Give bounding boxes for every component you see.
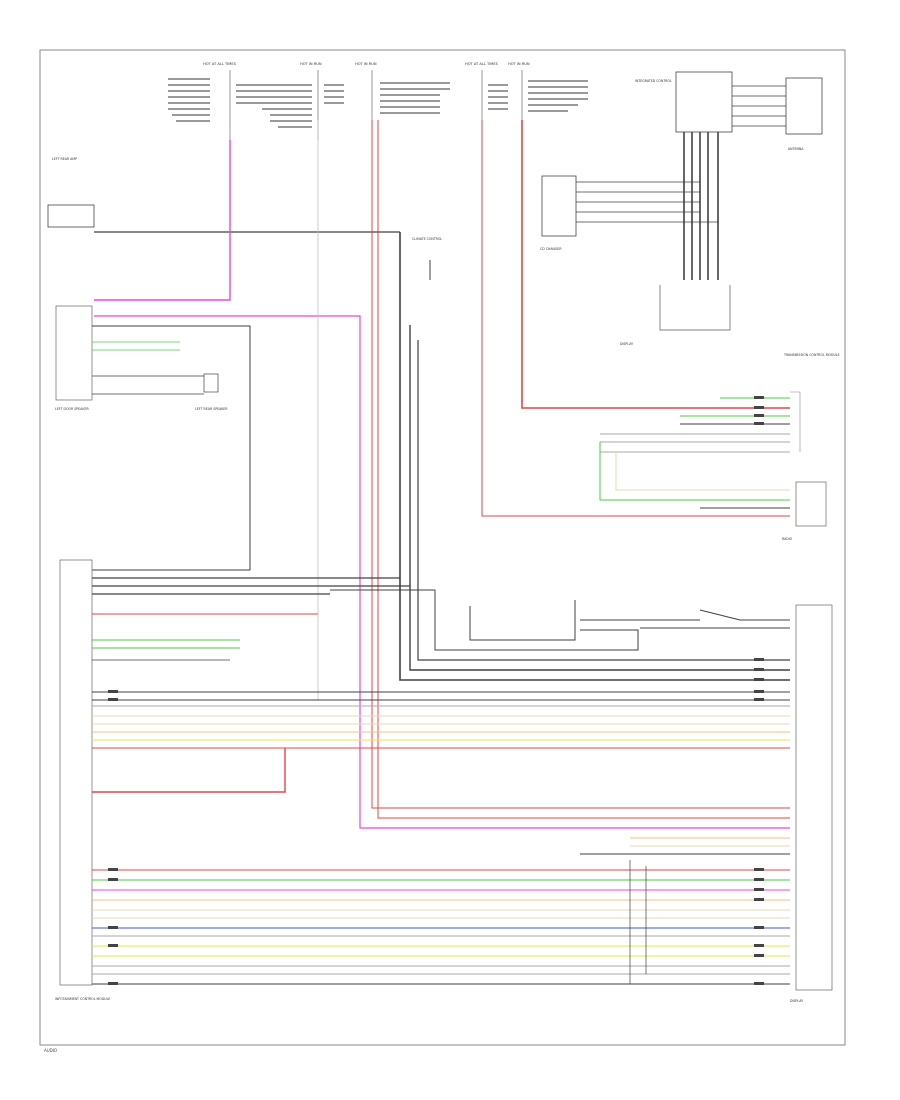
left-door-loop bbox=[92, 325, 251, 571]
red-wire-d bbox=[481, 120, 790, 517]
display-box bbox=[795, 604, 833, 991]
main-unit-box bbox=[59, 559, 93, 986]
tan-loop bbox=[615, 452, 790, 491]
left-amp-down bbox=[399, 232, 790, 681]
pink-wire-feed bbox=[94, 140, 231, 301]
top-power-labels bbox=[229, 70, 523, 140]
top-fuse-label-4: HOT AT ALL TIMES bbox=[465, 62, 499, 66]
mid-amp-label: CLIMATE CONTROL bbox=[412, 237, 442, 241]
green-loop bbox=[599, 442, 790, 501]
red-wire-b bbox=[377, 120, 790, 819]
cd-changer-box bbox=[541, 175, 577, 237]
red-drop-loop bbox=[92, 748, 286, 793]
left-pin-ticks bbox=[108, 690, 118, 985]
right-module-wires bbox=[600, 397, 790, 453]
main-bus-lines bbox=[92, 691, 790, 749]
left-door-leads bbox=[92, 375, 204, 395]
right-pin-ticks bbox=[754, 396, 764, 985]
right-module-label: TRANSMISSION CONTROL MODULE bbox=[783, 353, 840, 357]
radio-label: RADIO bbox=[782, 537, 793, 541]
top-fuse-label-3: HOT IN RUN bbox=[355, 62, 377, 66]
footer-label: AUDIO bbox=[44, 1048, 57, 1053]
red-wire-c bbox=[521, 120, 790, 409]
upper-black-bus bbox=[92, 577, 410, 595]
left-door-box bbox=[55, 305, 93, 401]
left-amp-box bbox=[47, 204, 95, 228]
main-unit-label: INFOTAINMENT CONTROL MODULE bbox=[55, 997, 110, 1001]
mid-amp-wire bbox=[409, 325, 790, 671]
center-module-label: INTEGRATED CONTROL bbox=[635, 79, 672, 83]
top-fuse-label-1: HOT AT ALL TIMES bbox=[203, 62, 237, 66]
display-label: DISPLAY bbox=[790, 999, 803, 1003]
center-antenna-wires bbox=[732, 85, 786, 127]
left-sub-speaker bbox=[203, 373, 219, 393]
pink-wire-main bbox=[94, 315, 790, 829]
radio-box bbox=[795, 481, 827, 527]
red-wire-a bbox=[371, 120, 790, 809]
left-door-label: LEFT DOOR SPEAKER bbox=[55, 407, 89, 411]
cd-changer-wires bbox=[576, 181, 718, 223]
top-fuse-label-5: HOT IN RUN bbox=[508, 62, 530, 66]
antenna-label: ANTENNA bbox=[788, 147, 804, 151]
center-vertical-wires bbox=[683, 132, 719, 280]
cd-changer-label: CD CHANGER bbox=[540, 247, 562, 251]
center-module-box bbox=[675, 71, 733, 133]
left-amp-label: LEFT REAR AMP bbox=[52, 157, 77, 161]
diagram-frame bbox=[39, 49, 846, 1046]
middle-switch-group bbox=[330, 589, 790, 651]
fuse-detail-blocks bbox=[168, 78, 588, 128]
display-upper-leads bbox=[580, 837, 790, 855]
display-submodule-label: DISPLAY bbox=[620, 342, 633, 346]
mid-amp-wire-b bbox=[417, 340, 790, 661]
right-module-bracket bbox=[790, 391, 801, 452]
left-door-green-leads bbox=[92, 341, 180, 351]
antenna-box bbox=[785, 77, 823, 135]
display-submodule bbox=[659, 285, 731, 331]
green-upper-bus bbox=[92, 639, 240, 649]
top-fuse-label-2: HOT IN RUN bbox=[300, 62, 322, 66]
left-sub-label: LEFT REAR SPEAKER bbox=[195, 407, 228, 411]
lower-bus-lines bbox=[92, 869, 790, 985]
